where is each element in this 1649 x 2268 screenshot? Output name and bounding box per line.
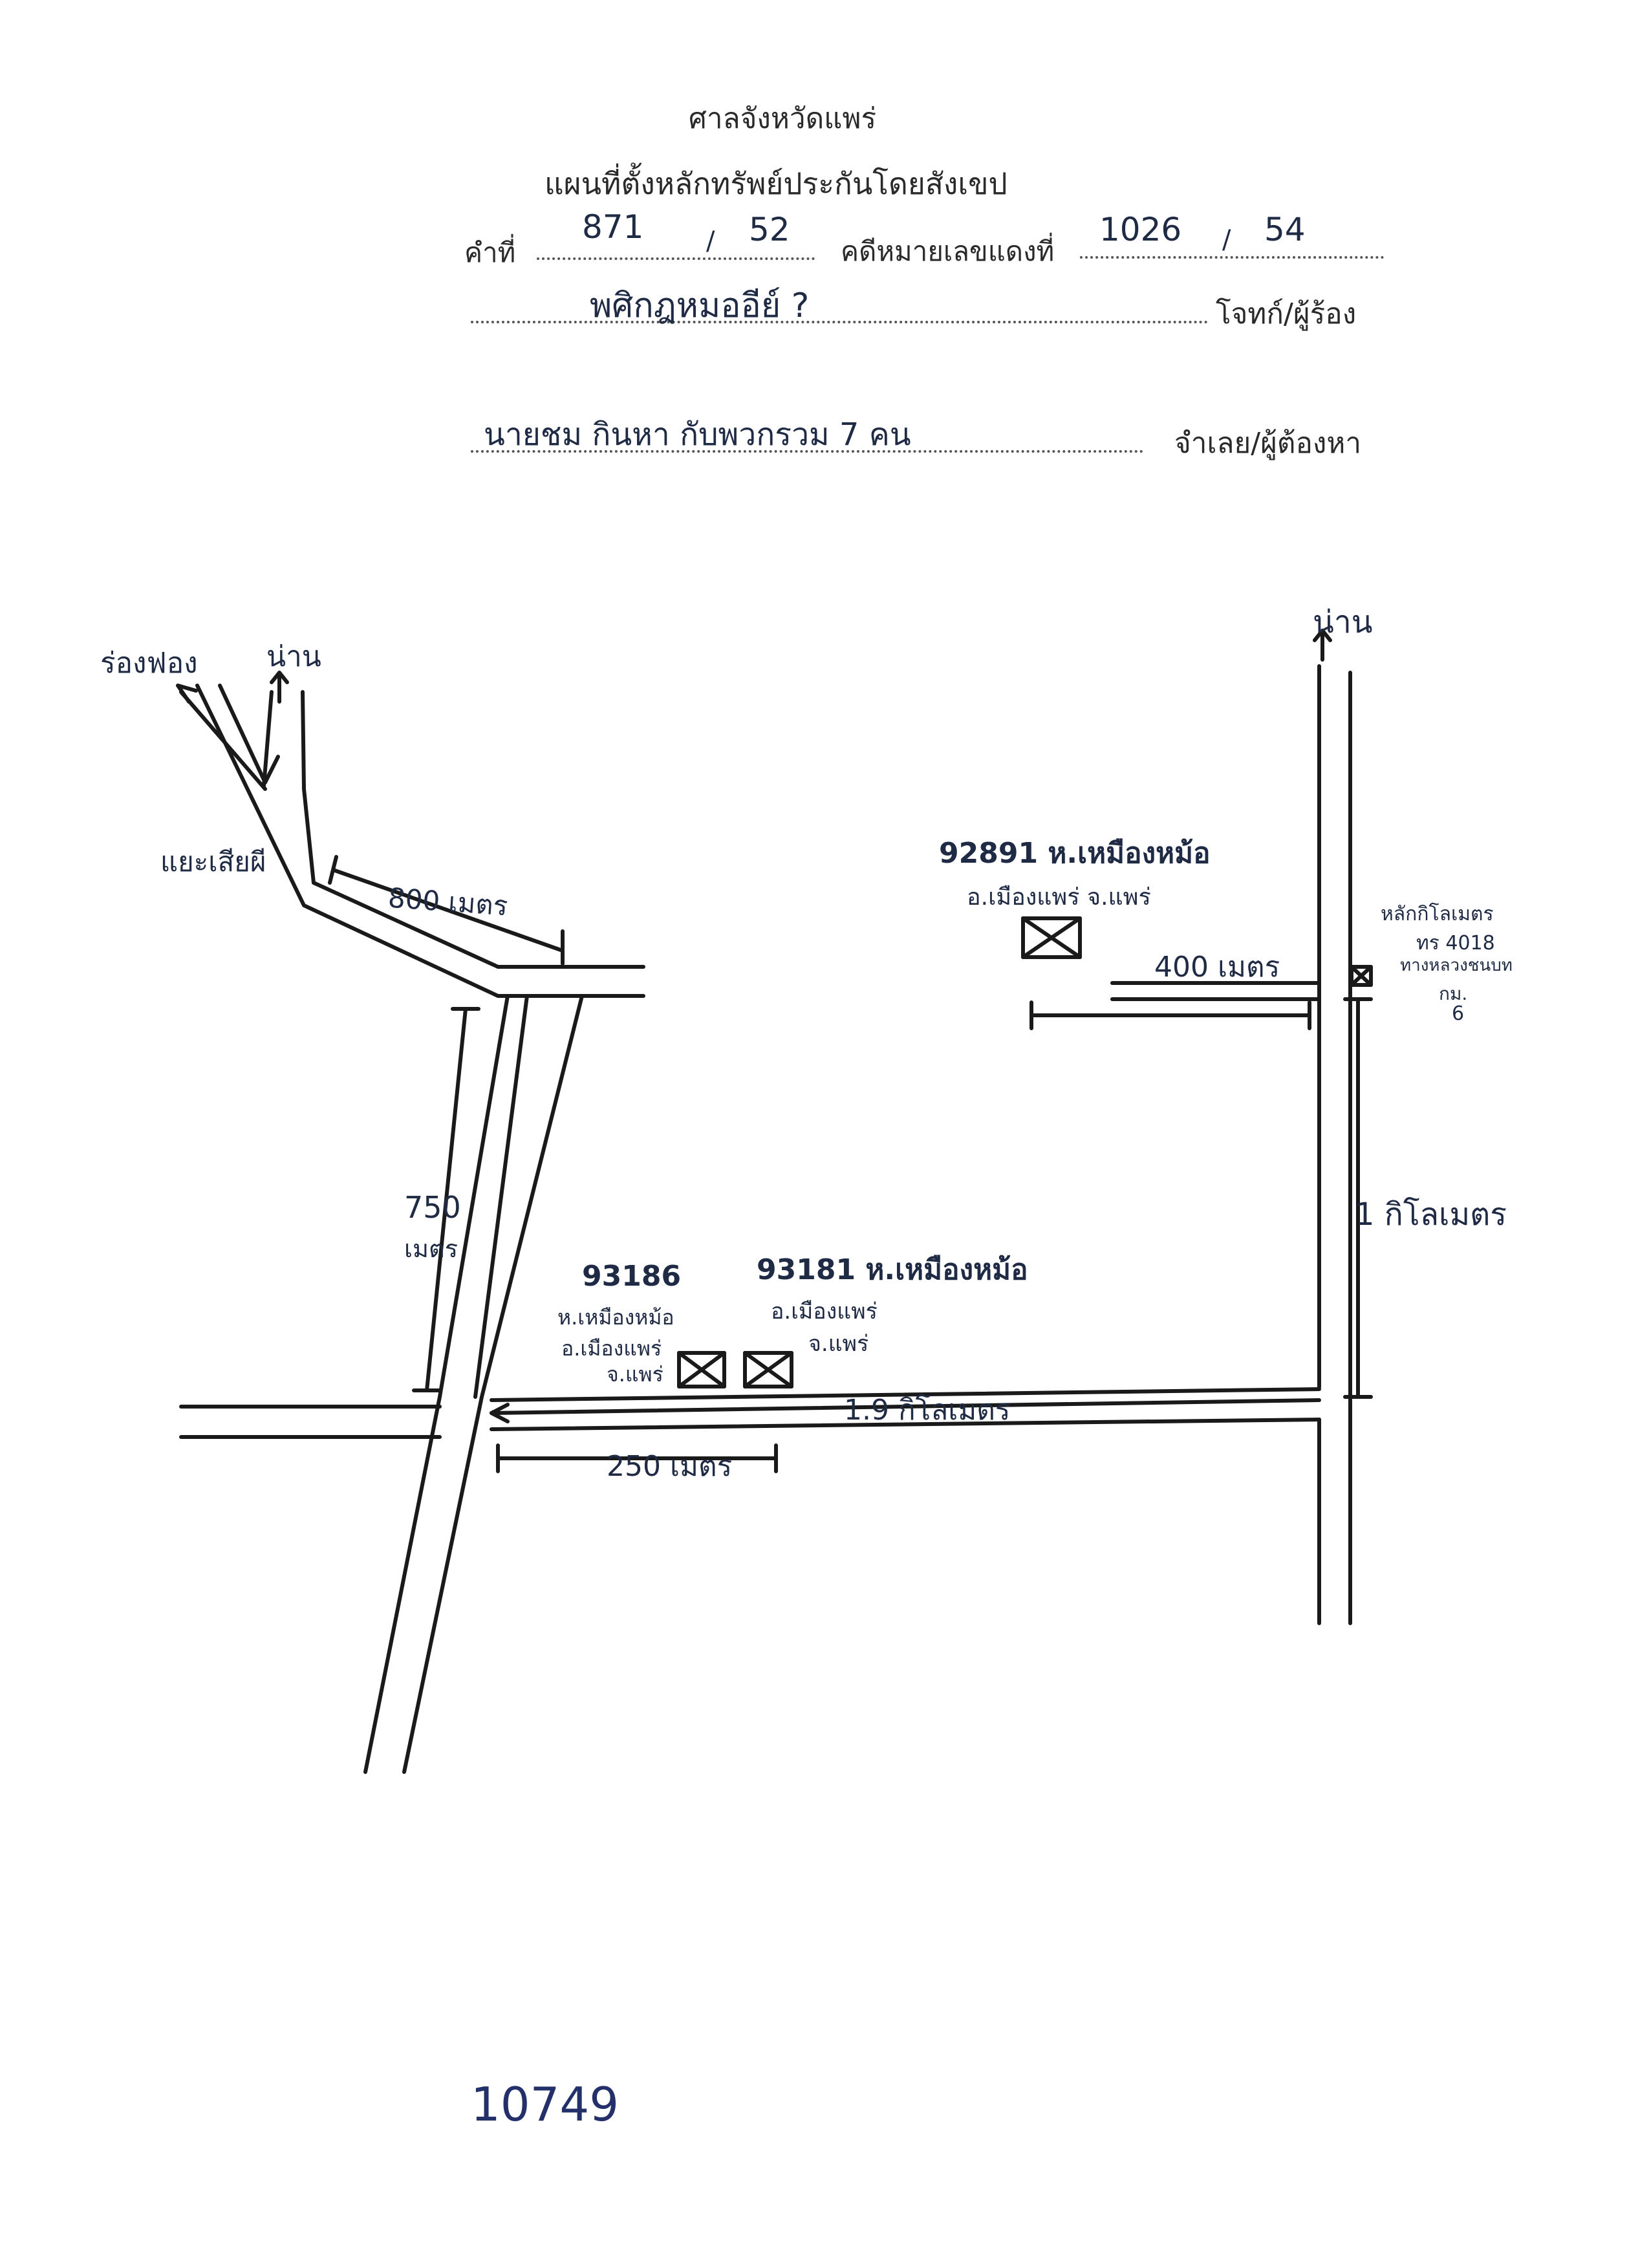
km-post-label-1: หลักกิโลเมตร: [1381, 903, 1494, 925]
km-post-label-3: ทางหลวงชนบท: [1400, 956, 1513, 975]
road-main-left-edge: [363, 994, 510, 1774]
case-slash: /: [1222, 225, 1231, 255]
parcel-93181-line2: อ.เมืองแพร่: [771, 1299, 878, 1324]
label-dist-800: 800 เมตร: [387, 881, 509, 922]
parcel-93181-line1: 93181 ห.เหมืองหม้อ: [757, 1253, 1028, 1286]
parcel-93186-line1: 93186: [582, 1260, 682, 1293]
parcel-92891-line1: 92891 ห.เหมืองหม้อ: [939, 837, 1211, 870]
dim-19km-line: [490, 1398, 1321, 1415]
road-east-top-edge: [490, 1387, 1321, 1402]
case-number-line: [1080, 256, 1384, 259]
case-year-value: 54: [1264, 211, 1306, 248]
arrow-nan-right: [1313, 629, 1332, 662]
defendant-label: จำเลย/ผู้ต้องหา: [1174, 427, 1362, 460]
label-dist-750: 750: [404, 1190, 461, 1225]
road-east-bottom-edge: [490, 1418, 1321, 1431]
defendant-line: [471, 450, 1143, 453]
parcel-92891-marker: [1021, 916, 1082, 959]
parcel-93181-marker: [743, 1351, 793, 1388]
road-main-inner-left: [473, 994, 529, 1399]
plaintiff-label: โจทก์/ผู้ร้อง: [1216, 297, 1357, 330]
order-number-value: 871: [582, 208, 644, 246]
label-nan-right: น่าน: [1313, 604, 1373, 640]
arrow-rongfong: [176, 684, 198, 704]
label-dist-400: 400 เมตร: [1154, 951, 1280, 984]
parcel-93186-line3: อ.เมืองแพร่: [561, 1336, 662, 1361]
parcel-93181-line3: จ.แพร่: [808, 1331, 869, 1357]
road-main-right-edge: [402, 994, 584, 1774]
case-label: คดีหมายเลขแดงที่: [841, 235, 1055, 267]
parcel-92891-line2: อ.เมืองแพร่ จ.แพร่: [967, 884, 1151, 911]
dim-750-line: [425, 1007, 468, 1392]
case-number-value: 1026: [1099, 211, 1182, 248]
order-year-value: 52: [749, 211, 790, 248]
km-post-label-4: กม.: [1439, 983, 1468, 1004]
handwritten-document-number: 10749: [471, 2077, 620, 2132]
road-branch-nan-right: [301, 690, 306, 791]
label-dist-250: 250 เมตร: [607, 1450, 733, 1483]
road-rongfong-right-edge: [302, 787, 645, 969]
road-branch-nan: [262, 690, 274, 788]
km-post-marker: [1350, 965, 1373, 987]
defendant-value: นายชม กินหา กับพวกรวม 7 คน: [484, 416, 911, 453]
parcel-93186-marker: [677, 1351, 726, 1388]
km-post-label-2: ทร 4018: [1416, 932, 1495, 955]
order-label: คำที่: [464, 237, 516, 268]
label-dist-1km: 1 กิโลเมตร: [1355, 1196, 1507, 1233]
km-post-label-5: 6: [1452, 1002, 1465, 1025]
label-rong-fong: ร่องฟอง: [100, 647, 198, 680]
label-intersection: แยะเสียผี: [160, 846, 266, 878]
court-name: ศาลจังหวัดแพร่: [689, 102, 877, 135]
label-nan-left: น่าน: [266, 640, 321, 673]
order-slash: /: [706, 226, 715, 256]
plaintiff-value: พศิกฎหมออีย์ ?: [590, 286, 810, 325]
dim-800-tick-left: [328, 855, 338, 885]
plaintiff-line: [471, 321, 1208, 323]
parcel-93186-line2: ห.เหมืองหม้อ: [557, 1305, 674, 1330]
arrow-nan-left: [270, 671, 289, 704]
dim-19km-arrow: [490, 1403, 510, 1423]
road-branch-rongfong-outer: [179, 690, 267, 791]
label-dist-19km: 1.9 กิโลเมตร: [844, 1394, 1011, 1427]
form-title: แผนที่ตั้งหลักทรัพย์ประกันโดยสังเขป: [544, 166, 1008, 201]
dim-800-line: [331, 868, 565, 953]
order-number-line: [537, 257, 815, 260]
parcel-93186-line4: จ.แพร่: [607, 1362, 663, 1387]
road-rongfong-left-edge: [195, 684, 645, 998]
label-dist-750-unit: เมตร: [404, 1235, 458, 1263]
